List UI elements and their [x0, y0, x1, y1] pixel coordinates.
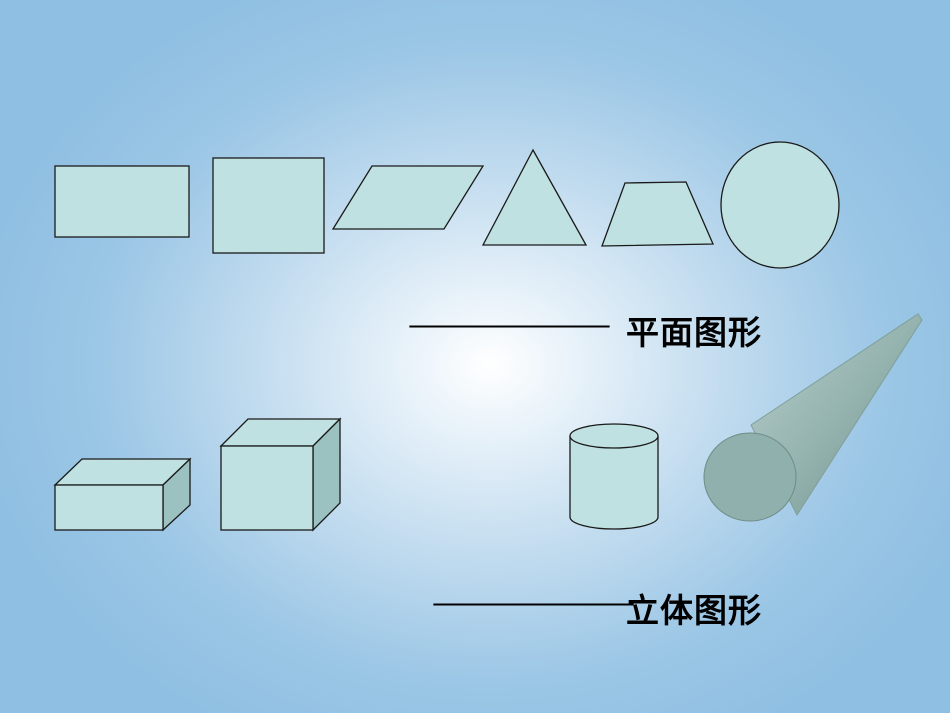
circle-shape	[720, 141, 840, 269]
trapezoid-shape	[601, 181, 714, 247]
parallelogram-shape	[331, 165, 485, 230]
square-shape	[212, 157, 325, 254]
cone-solid	[703, 313, 923, 522]
solid-figures-label: 立体图形	[626, 591, 762, 630]
triangle-shape	[481, 148, 588, 246]
cube-solid	[219, 417, 342, 532]
plane-figures-dashes: ————————	[408, 308, 611, 341]
cuboid-solid	[53, 457, 192, 532]
rectangle-shape	[54, 165, 190, 238]
solid-figures-dashes: ————————	[432, 586, 635, 619]
cylinder-solid	[569, 423, 659, 530]
plane-figures-label: 平面图形	[626, 313, 762, 352]
